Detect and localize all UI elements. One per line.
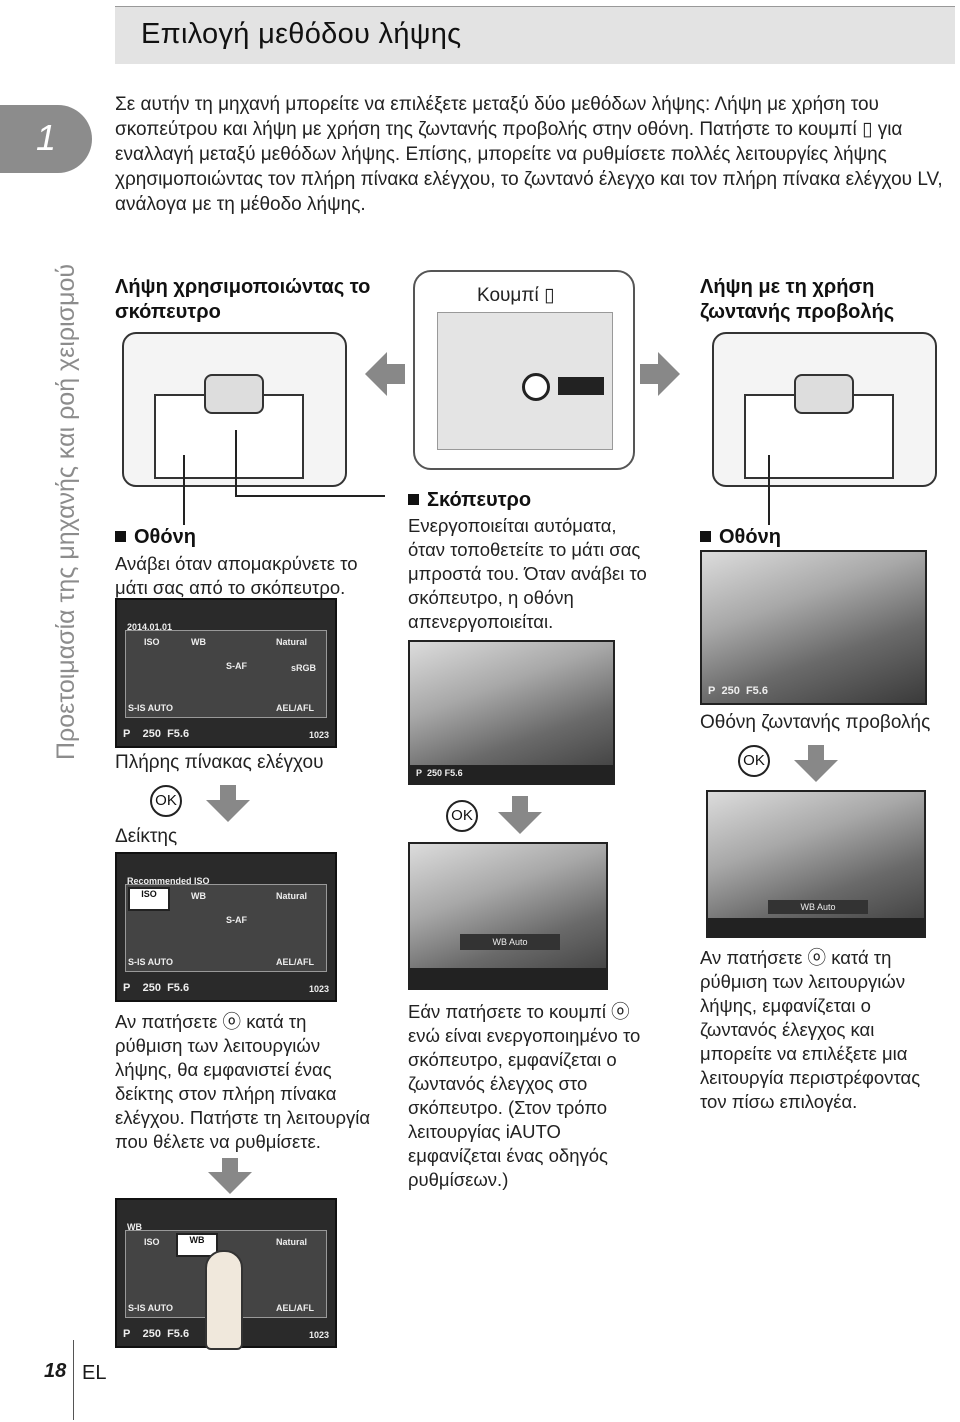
press-arrow-icon — [558, 377, 604, 395]
ok-button-icon: OK — [446, 800, 478, 832]
arrow-down-icon — [794, 760, 838, 782]
arrow-down-icon — [512, 796, 528, 812]
arrow-down-icon — [206, 800, 250, 822]
arrow-down-icon — [222, 1158, 238, 1174]
left-screen-title: Οθόνη — [115, 525, 196, 550]
lv-button-icon — [522, 373, 550, 401]
frame-count: 1023 — [308, 730, 329, 740]
live-view-screen: P 250 F5.6 — [700, 550, 927, 705]
page-language: EL — [82, 1362, 107, 1384]
arrow-down-icon — [208, 1172, 252, 1194]
stabilizer-cell: S-IS AUTO — [128, 1303, 174, 1313]
intro-paragraph: Σε αυτήν τη μηχανή μπορείτε να επιλέξετε… — [115, 94, 943, 215]
screen-exposure: P 250 F5.6 — [123, 982, 190, 994]
wb-auto-label: WB Auto — [768, 900, 868, 914]
screen-exposure: P 250 F5.6 — [123, 728, 190, 740]
full-panel-label: Πλήρης πίνακας ελέγχου — [115, 752, 324, 773]
recommended-iso-label: Recommended ISO — [127, 876, 210, 886]
page-title: Επιλογή μεθόδου λήψης — [141, 18, 462, 50]
aelafl-cell: AEL/AFL — [276, 957, 314, 967]
pointer-control-panel-screen: Recommended ISO ISO WB S-AF Natural S-IS… — [115, 852, 337, 1002]
center-ok-text: Εάν πατήσετε το κουμπί ⓞ ενώ είναι ενεργ… — [408, 1001, 641, 1190]
screen-exposure: P 250 F5.6 — [123, 1328, 190, 1340]
vf-live-control-photo: WB Auto — [408, 842, 608, 990]
button-label: Κουμπί ▯ — [477, 285, 555, 306]
right-screen-title-text: Οθόνη — [719, 526, 781, 548]
viewfinder-photo: P 250 F5.6 — [408, 640, 615, 785]
vf-status-bar: P 250 F5.6 — [410, 765, 613, 783]
iso-cell-selected: ISO — [128, 887, 170, 911]
control-panel-grid: ISO WB S-AF Natural S-IS AUTO AEL/AFL — [125, 884, 327, 972]
right-screen-title: Οθόνη — [700, 525, 781, 550]
vf-title-text: Σκόπευτρο — [427, 489, 532, 511]
full-control-panel-screen: 2014.01.01 ISO WB S-AF Natural sRGB S-IS… — [115, 598, 337, 748]
pointer-label: Δείκτης — [115, 826, 178, 847]
arrow-down-icon — [220, 785, 236, 801]
bullet-square — [408, 494, 419, 505]
lv-live-control-screen: WB Auto — [706, 790, 926, 938]
lv-label: Οθόνη ζωντανής προβολής — [700, 712, 931, 733]
left-screen-title-text: Οθόνη — [134, 526, 196, 548]
camera-right-eyecup — [794, 374, 854, 414]
chapter-tab: 1 — [0, 105, 92, 173]
footer-rule — [73, 1340, 74, 1420]
page-heading: Επιλογή μεθόδου λήψης — [115, 6, 955, 64]
arrow-down-icon — [808, 745, 824, 761]
chapter-number: 1 — [36, 117, 57, 158]
stabilizer-cell: S-IS AUTO — [128, 957, 174, 967]
iso-cell: ISO — [144, 637, 160, 647]
picture-mode-cell: Natural — [276, 1237, 308, 1247]
camera-closeup-illustration — [437, 312, 613, 450]
arrow-right-icon — [640, 352, 680, 396]
aelafl-cell: AEL/AFL — [276, 703, 314, 713]
live-control-bar — [708, 918, 924, 936]
arrow-down-icon — [498, 812, 542, 834]
wb-cell: WB — [191, 637, 206, 647]
picture-mode-cell: Natural — [276, 891, 308, 901]
bullet-square — [700, 531, 711, 542]
camera-right-illustration — [712, 332, 937, 487]
leader-line — [183, 455, 185, 525]
vf-title: Σκόπευτρο — [408, 488, 531, 513]
frame-count: 1023 — [308, 1330, 329, 1340]
arrow-left-icon — [365, 352, 405, 396]
pointer-text: Αν πατήσετε ⓞ κατά τη ρύθμιση των λειτου… — [115, 1011, 371, 1152]
right-ok-text: Αν πατήσετε ⓞ κατά τη ρύθμιση των λειτου… — [700, 947, 921, 1112]
af-cell: S-AF — [226, 915, 247, 925]
leader-line — [235, 495, 385, 497]
af-cell: S-AF — [226, 661, 247, 671]
ok-button-icon: OK — [150, 785, 182, 817]
bullet-square — [115, 531, 126, 542]
live-control-bar — [410, 968, 606, 988]
finger-icon — [205, 1250, 243, 1350]
iso-cell: ISO — [144, 1237, 160, 1247]
right-heading: Λήψη με τη χρήση ζωντανής προβολής — [700, 276, 895, 323]
left-heading: Λήψη χρησιμοποιώντας το σκόπευτρο — [115, 276, 371, 323]
ok-button-icon: OK — [738, 745, 770, 777]
wb-cell: WB — [191, 891, 206, 901]
stabilizer-cell: S-IS AUTO — [128, 703, 174, 713]
camera-left-illustration — [122, 332, 347, 487]
lv-exposure: P 250 F5.6 — [708, 685, 768, 697]
chapter-side-label: Προετοιμασία της μηχανής και ροή χειρισμ… — [4, 180, 80, 760]
wb-title: WB — [127, 1222, 142, 1232]
button-callout-box: Κουμπί ▯ — [413, 270, 635, 470]
vf-text: Ενεργοποιείται αυτόματα, όταν τοποθετείτ… — [408, 515, 647, 632]
frame-count: 1023 — [308, 984, 329, 994]
color-space-cell: sRGB — [291, 663, 317, 673]
wb-control-panel-screen: WB ISO WB Natural S-IS AUTO AEL/AFL P 25… — [115, 1198, 337, 1350]
aelafl-cell: AEL/AFL — [276, 1303, 314, 1313]
leader-line — [768, 455, 770, 525]
page-number: 18 — [44, 1360, 67, 1382]
wb-auto-label: WB Auto — [460, 934, 560, 950]
left-screen-text: Ανάβει όταν απομακρύνετε το μάτι σας από… — [115, 553, 358, 598]
screen-date: 2014.01.01 — [127, 622, 173, 632]
camera-left-eyecup — [204, 374, 264, 414]
control-panel-grid: ISO WB S-AF Natural sRGB S-IS AUTO AEL/A… — [125, 630, 327, 718]
picture-mode-cell: Natural — [276, 637, 308, 647]
leader-line — [235, 430, 237, 495]
chapter-side-text: Προετοιμασία της μηχανής και ροή χειρισμ… — [52, 263, 80, 760]
